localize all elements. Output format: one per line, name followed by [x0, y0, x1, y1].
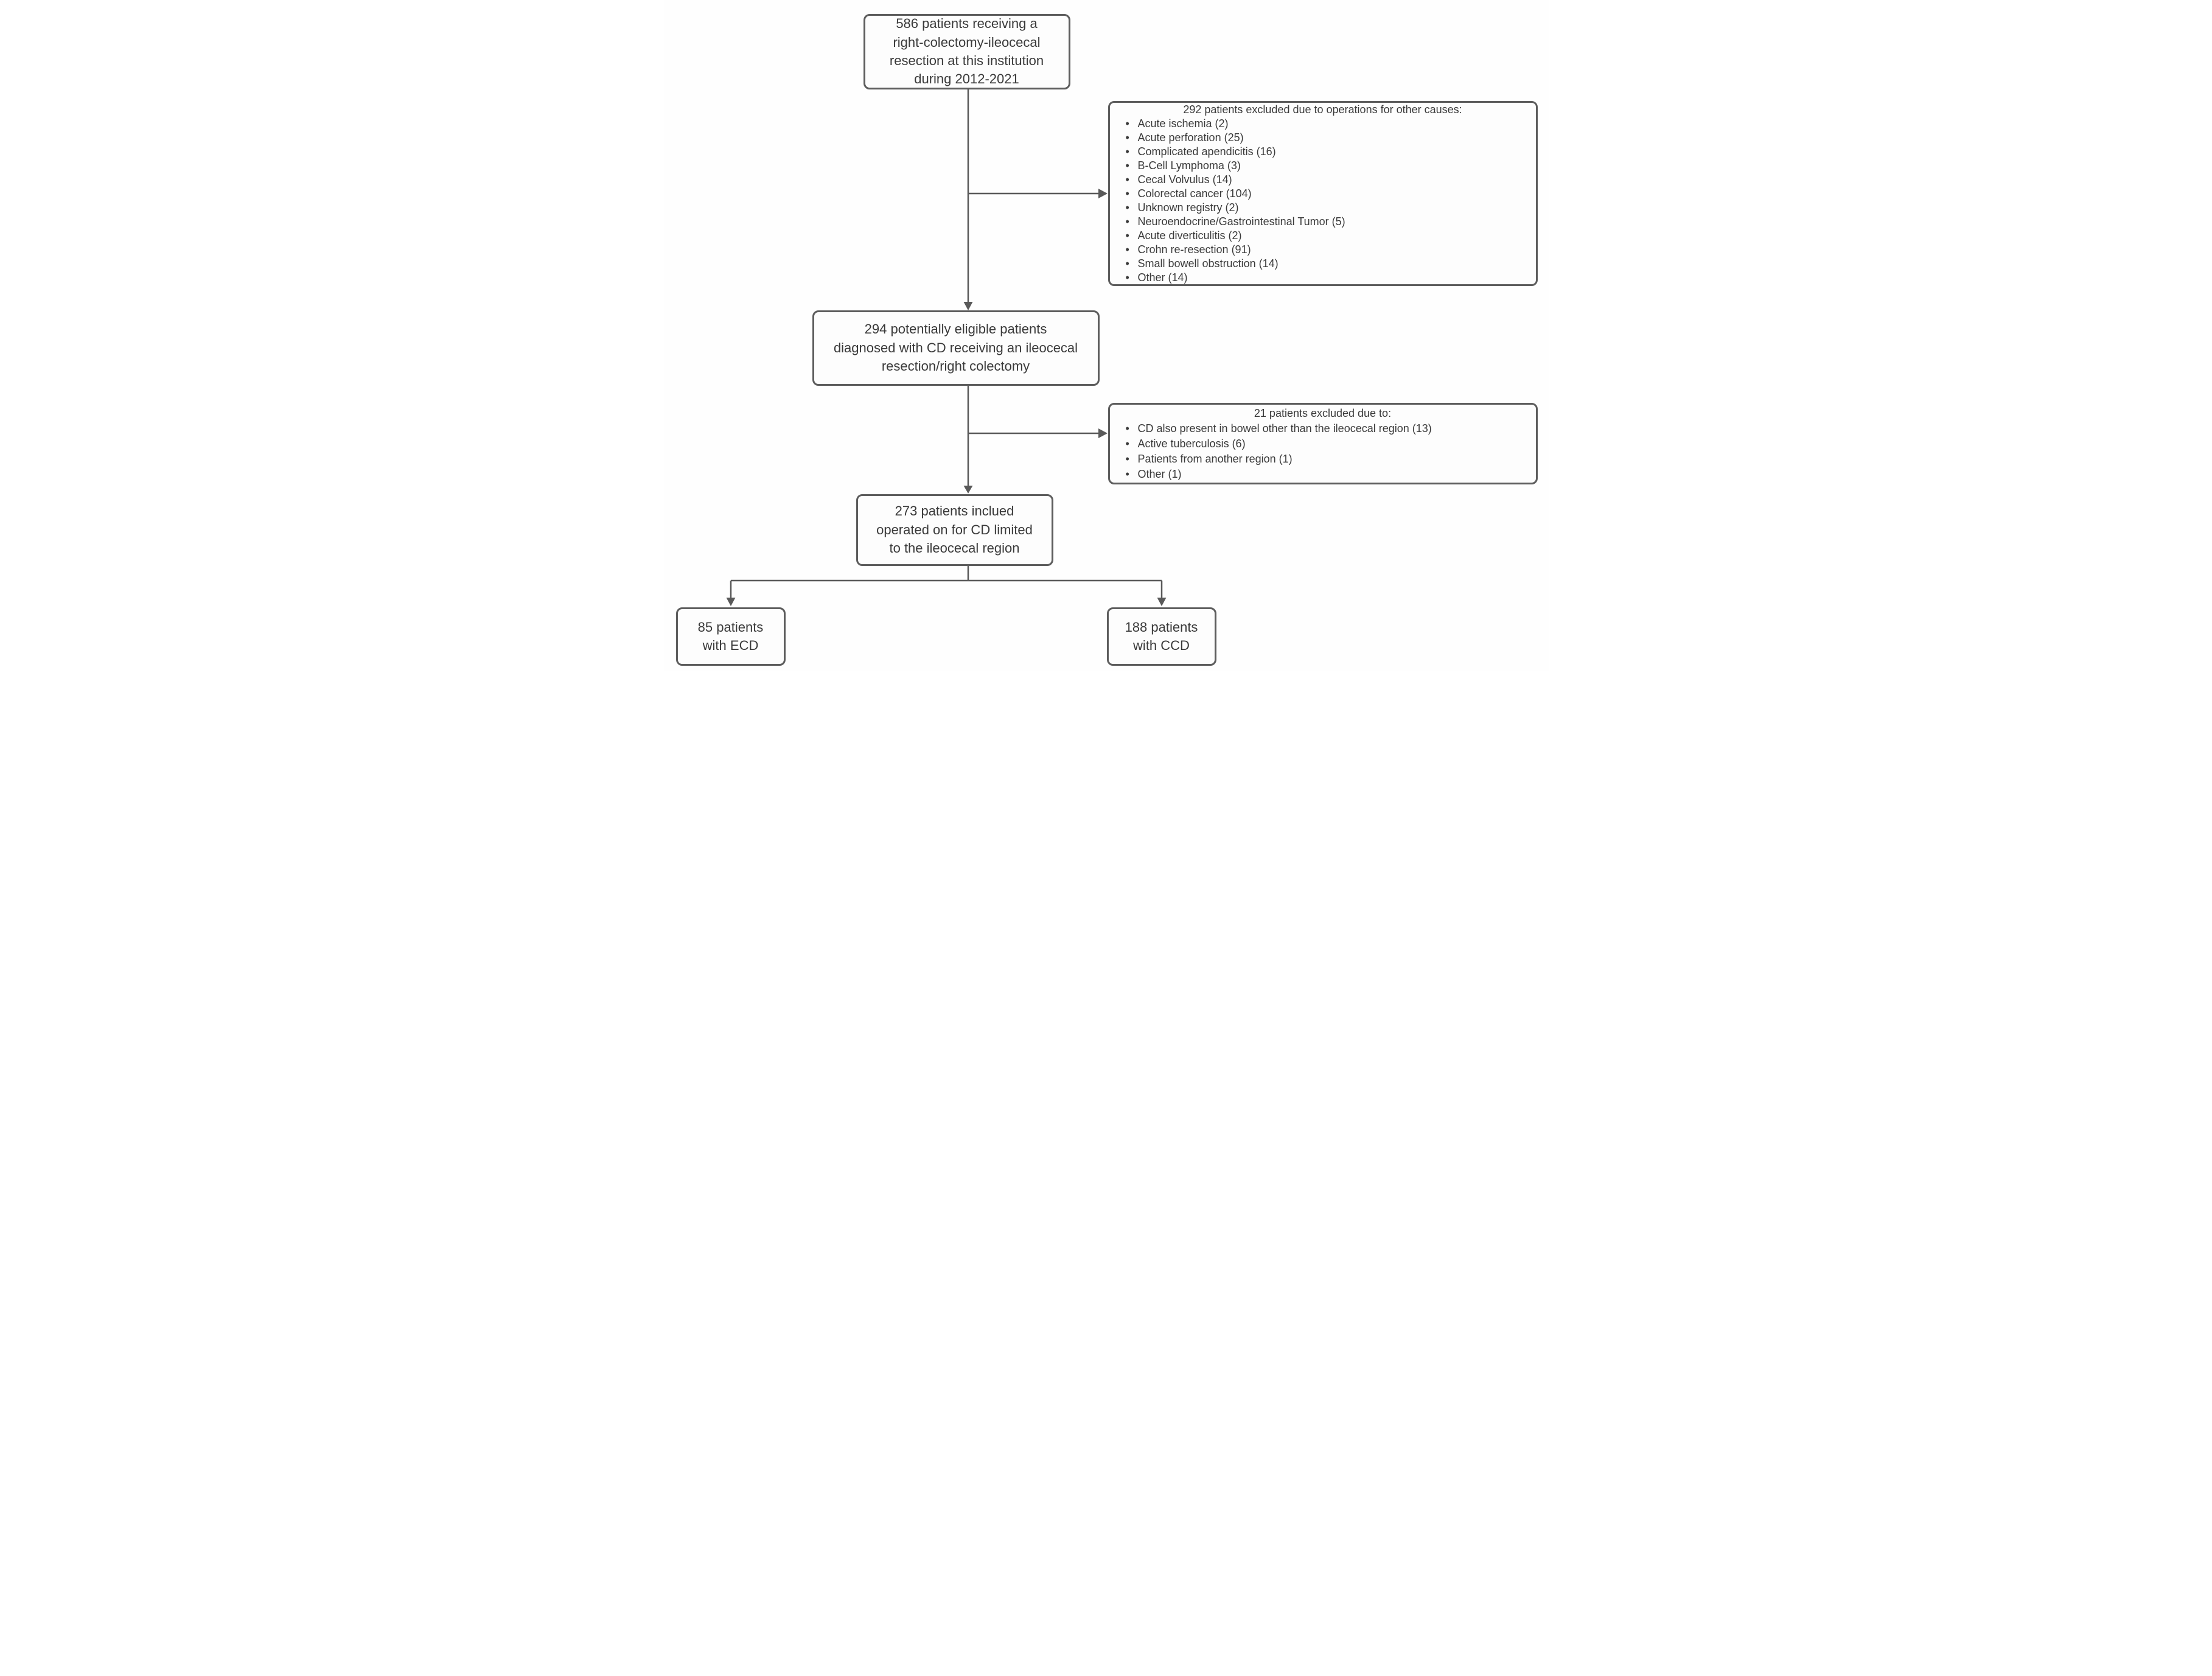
node-text-line: 85 patients	[697, 619, 764, 635]
exclusion-2-title: 21 patients excluded due to:	[1254, 407, 1392, 419]
node-text-line: resection at this institution	[889, 53, 1044, 68]
exclusion-1-item: Acute diverticulitis (2)	[1125, 229, 1527, 243]
node-ecd-patients: 85 patients with ECD	[675, 607, 786, 666]
exclusion-1-title: 292 patients excluded due to operations …	[1183, 103, 1462, 116]
node-text-line: resection/right colectomy	[881, 358, 1030, 374]
arrowhead-right-exclusion-2	[1098, 428, 1108, 438]
exclusion-1-list: Acute ischemia (2) Acute perforation (25…	[1118, 117, 1527, 285]
node-text-line: 273 patients inclued	[895, 503, 1014, 519]
exclusion-2-item: Patients from another region (1)	[1125, 452, 1527, 467]
connector-arrows	[726, 89, 1166, 606]
node-text-line: with ECD	[702, 638, 759, 653]
node-ccd-patients: 188 patients with CCD	[1106, 607, 1216, 666]
node-included-patients: 273 patients inclued operated on for CD …	[856, 494, 1053, 566]
arrowhead-down-ecd	[726, 598, 735, 606]
exclusion-2-list: CD also present in bowel other than the …	[1118, 421, 1527, 482]
node-text-line: 586 patients receiving a	[896, 16, 1038, 32]
exclusion-1-item: Small bowell obstruction (14)	[1125, 257, 1527, 271]
exclusion-1-item: B-Cell Lymphoma (3)	[1125, 159, 1527, 173]
node-text-line: to the ileocecal region	[889, 540, 1020, 556]
exclusion-1-item: Complicated apendicitis (16)	[1125, 145, 1527, 159]
exclusion-1-item: Neuroendocrine/Gastrointestinal Tumor (5…	[1125, 215, 1527, 229]
node-exclusion-other-causes: 292 patients excluded due to operations …	[1108, 101, 1538, 286]
arrowhead-down-ccd	[1157, 598, 1166, 606]
exclusion-1-item: Acute perforation (25)	[1125, 131, 1527, 145]
exclusion-1-item: Other (14)	[1125, 271, 1527, 285]
node-total-patients: 586 patients receiving a right-colectomy…	[863, 14, 1070, 89]
exclusion-1-item: Acute ischemia (2)	[1125, 117, 1527, 131]
arrowhead-down-eligible	[963, 302, 972, 310]
arrowhead-right-exclusion-1	[1098, 189, 1108, 198]
node-text-line: with CCD	[1133, 638, 1190, 653]
arrowhead-down-included	[963, 486, 972, 494]
node-text-line: right-colectomy-ileocecal	[893, 34, 1041, 50]
node-text-line: during 2012-2021	[914, 71, 1019, 87]
patient-flow-diagram: 586 patients receiving a right-colectomy…	[663, 0, 1549, 671]
exclusion-2-item: Other (1)	[1125, 467, 1527, 482]
node-eligible-patients: 294 potentially eligible patients diagno…	[812, 310, 1100, 386]
node-text-line: diagnosed with CD receiving an ileocecal	[833, 340, 1078, 355]
node-text-line: operated on for CD limited	[876, 522, 1033, 537]
exclusion-1-item: Crohn re-resection (91)	[1125, 243, 1527, 257]
exclusion-1-item: Colorectal cancer (104)	[1125, 187, 1527, 201]
exclusion-2-item: Active tuberculosis (6)	[1125, 436, 1527, 452]
exclusion-1-item: Unknown registry (2)	[1125, 201, 1527, 215]
node-exclusion-secondary: 21 patients excluded due to: CD also pre…	[1108, 403, 1538, 484]
node-text-line: 188 patients	[1125, 619, 1198, 635]
node-text-line: 294 potentially eligible patients	[864, 321, 1047, 337]
exclusion-2-item: CD also present in bowel other than the …	[1125, 421, 1527, 436]
exclusion-1-item: Cecal Volvulus (14)	[1125, 173, 1527, 187]
